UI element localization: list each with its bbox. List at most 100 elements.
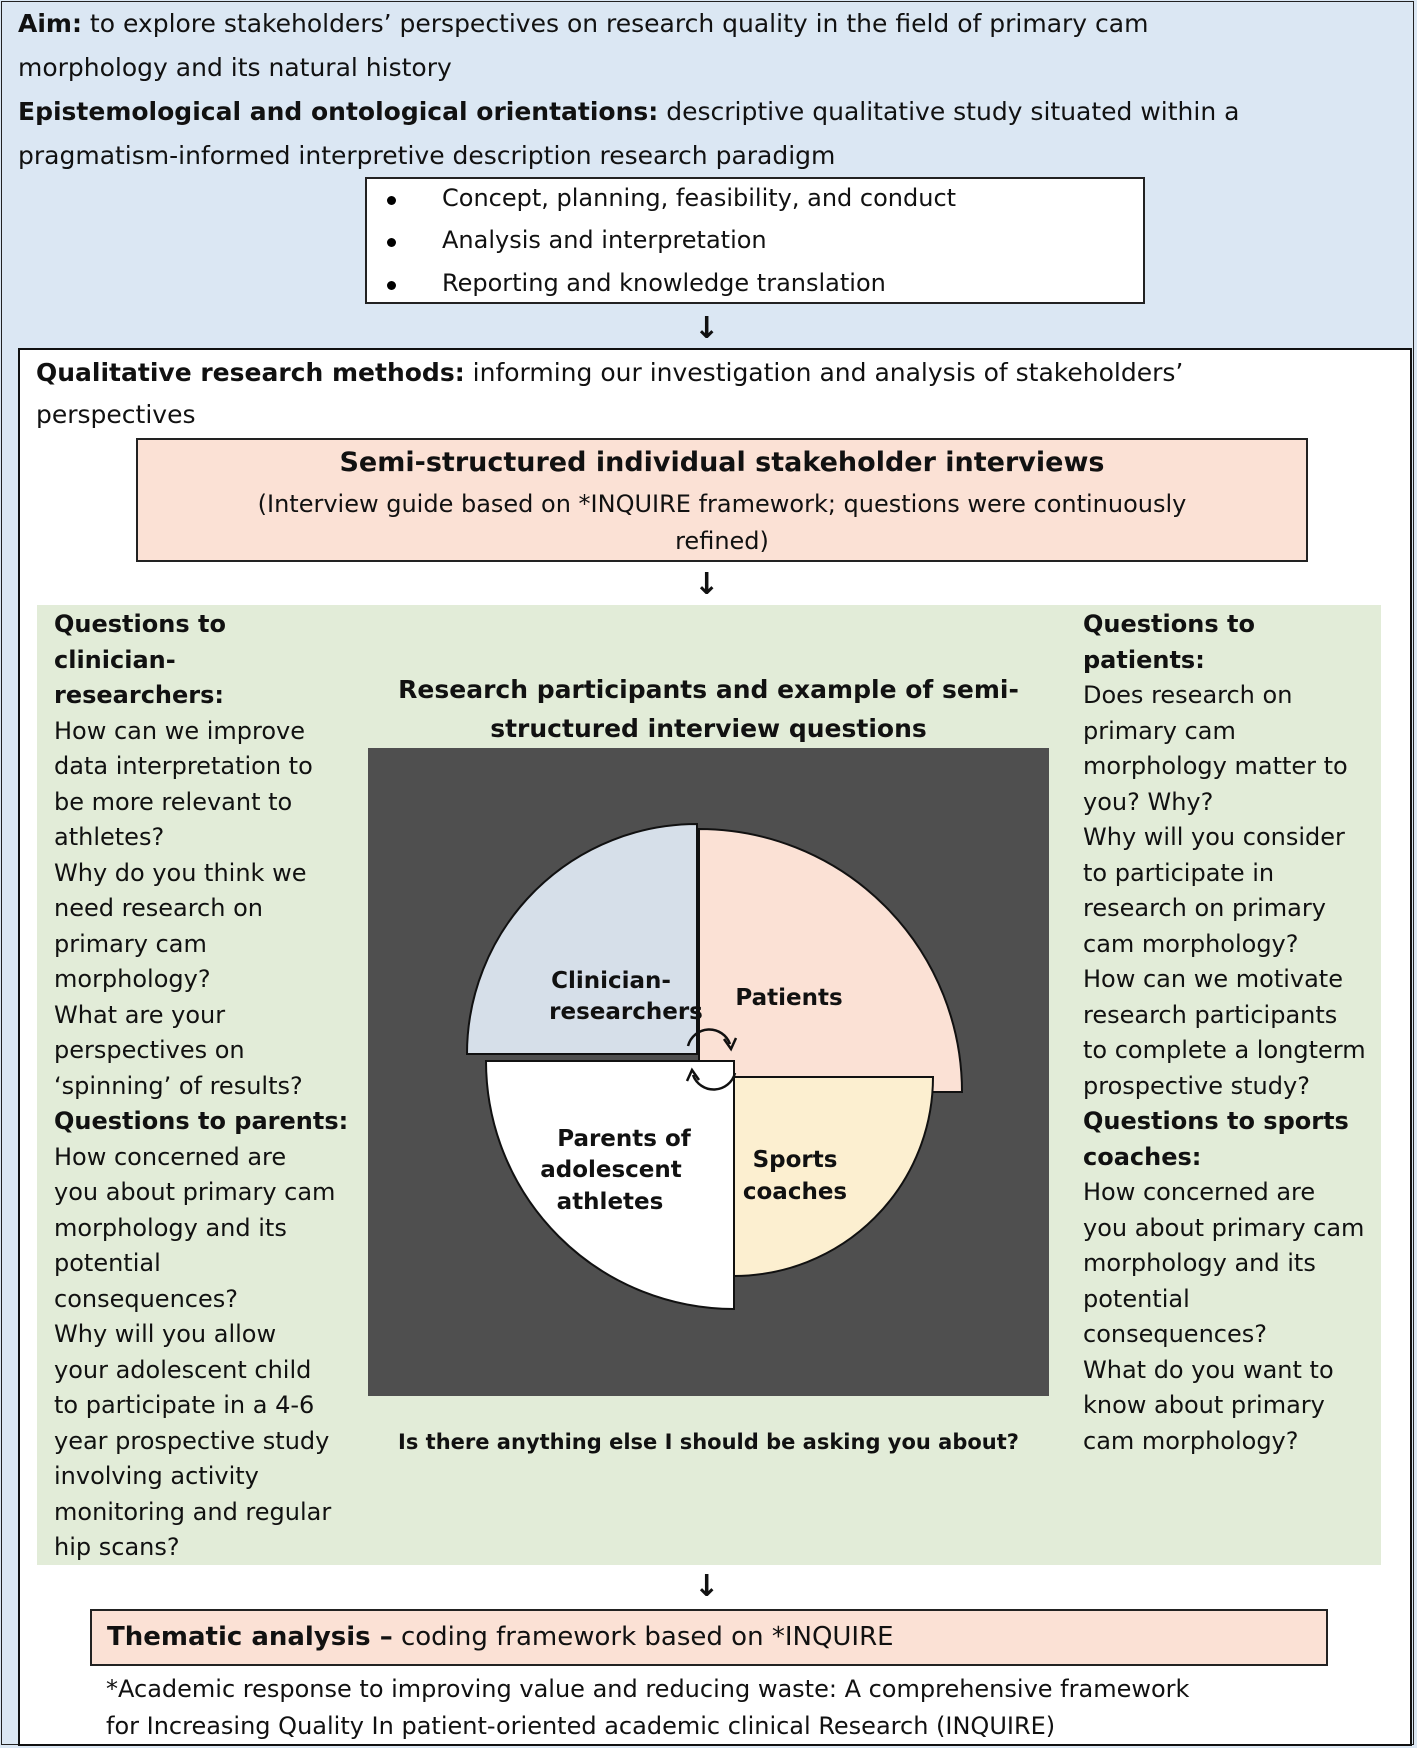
down-arrow-icon: ↓ [694, 311, 720, 346]
cycle-arrow-bottom [691, 1072, 737, 1091]
question-line: monitoring and regular [54, 1497, 332, 1526]
methods-line-1: Qualitative research methods: informing … [36, 351, 1183, 395]
question-line: primary cam [54, 929, 207, 958]
epistemology-label: Epistemological and ontological orientat… [18, 97, 659, 126]
question-line: morphology matter to [1083, 752, 1348, 780]
question-line: potential [54, 1249, 161, 1277]
coach-questions: Questions to sports coaches: How concern… [1083, 1104, 1383, 1459]
question-line: need research on [54, 894, 263, 922]
question-line: What do you want to [1083, 1355, 1334, 1384]
down-arrow-icon: ↓ [694, 1569, 720, 1604]
question-line: athletes? [54, 823, 165, 851]
question-line: How can we motivate [1083, 965, 1343, 993]
question-line: cam morphology? [1083, 1426, 1299, 1455]
question-line: How can we improve [54, 716, 306, 745]
methods-text-2: perspectives [36, 400, 196, 429]
interviews-subtitle-1: (Interview guide based on *INQUIRE frame… [257, 490, 1187, 518]
question-line: prospective study? [1083, 1071, 1310, 1100]
interviews-title: Semi-structured individual stakeholder i… [339, 447, 1105, 478]
participants-diagram: Clinician- researchers Patients Parents … [465, 822, 964, 1311]
aim-line-1: Aim: to explore stakeholders’ perspectiv… [18, 2, 1148, 46]
parents-slice [484, 1060, 735, 1311]
question-line: to participate in [1083, 858, 1275, 887]
question-line: ‘spinning’ of results? [54, 1071, 303, 1100]
question-line: potential [1083, 1284, 1190, 1313]
aim-text-1: to explore stakeholders’ perspectives on… [81, 9, 1149, 38]
coaches-label-2: coaches [743, 1179, 847, 1205]
thematic-text: coding framework based on *INQUIRE [392, 1622, 894, 1652]
patient-questions-heading: Questions to patients: [1083, 610, 1255, 674]
parents-label-1: Parents of [557, 1126, 692, 1152]
question-line: you about primary cam [1083, 1213, 1365, 1242]
aspect-item: Concept, planning, feasibility, and cond… [386, 184, 957, 212]
clinician-questions-heading-2: researchers: [54, 681, 225, 709]
question-line: hip scans? [54, 1533, 180, 1561]
footnote-1: *Academic response to improving value an… [106, 1675, 1190, 1703]
question-line: data interpretation to [54, 752, 313, 780]
participants-title-1: Research participants and example of sem… [398, 675, 1019, 704]
methods-text-1: informing our investigation and analysis… [464, 358, 1184, 387]
clinicians-label-2: researchers [549, 999, 703, 1025]
aspect-item: Reporting and knowledge translation [387, 269, 886, 297]
cycle-arrow-top [686, 1028, 732, 1047]
question-line: Why will you allow [54, 1320, 277, 1348]
cycle-arrow-top-head [722, 1037, 738, 1052]
patients-label: Patients [735, 985, 842, 1011]
question-line: morphology and its [1083, 1249, 1316, 1277]
participants-title: Research participants and example of sem… [368, 670, 1049, 748]
coaches-slice [733, 1076, 935, 1278]
aim-text-2: morphology and its natural history [18, 53, 452, 82]
question-line: perspectives on [54, 1036, 245, 1064]
question-line: morphology and its [54, 1213, 287, 1242]
question-line: What are your [54, 1000, 226, 1029]
thematic-analysis-box: Thematic analysis – coding framework bas… [90, 1609, 1328, 1666]
question-line: you? Why? [1083, 787, 1214, 816]
question-line: involving activity [54, 1462, 259, 1490]
cycle-arrows-icon [685, 1028, 738, 1091]
question-line: research participants [1083, 1000, 1338, 1029]
research-aspects-box: Concept, planning, feasibility, and cond… [365, 177, 1145, 304]
question-line: to complete a longterm [1083, 1036, 1366, 1064]
question-line: How concerned are [54, 1142, 287, 1171]
patient-questions: Questions to patients: Does research on … [1083, 607, 1383, 1104]
question-line: How concerned are [1083, 1178, 1316, 1206]
coaches-label-1: Sports [753, 1147, 838, 1173]
question-line: be more relevant to [54, 787, 293, 816]
question-line: consequences? [1083, 1320, 1267, 1348]
interviews-box: Semi-structured individual stakeholder i… [136, 438, 1308, 562]
question-line: your adolescent child [54, 1355, 312, 1384]
parent-questions-heading: Questions to parents: [54, 1107, 349, 1135]
down-arrow-icon: ↓ [694, 567, 720, 602]
cycle-arrow-bottom-head [685, 1067, 701, 1082]
thematic-analysis-text: Thematic analysis – coding framework bas… [107, 1611, 894, 1664]
question-line: year prospective study [54, 1426, 330, 1455]
thematic-label: Thematic analysis – [107, 1622, 393, 1652]
question-line: you about primary cam [54, 1178, 336, 1206]
parent-questions: Questions to parents: How concerned are … [54, 1104, 354, 1566]
clinician-questions-heading-1: Questions to clinician- [54, 610, 226, 674]
participants-title-2: structured interview questions [490, 714, 927, 743]
clinicians-label-1: Clinician- [551, 968, 671, 994]
question-line: Why will you consider [1083, 823, 1345, 851]
question-line: cam morphology? [1083, 929, 1299, 958]
epistemology-text-2: pragmatism-informed interpretive descrip… [18, 141, 836, 170]
aspect-item: Analysis and interpretation [387, 226, 767, 254]
question-line: Does research on [1083, 681, 1293, 709]
question-line: morphology? [54, 965, 211, 993]
question-line: consequences? [54, 1284, 238, 1313]
closing-question: Is there anything else I should be askin… [398, 1430, 1019, 1454]
question-line: know about primary [1083, 1391, 1325, 1419]
clinician-questions: Questions to clinician- researchers: How… [54, 607, 354, 1104]
coach-questions-heading-1: Questions to sports [1083, 1107, 1349, 1135]
footnote-2: for Increasing Quality In patient-orient… [106, 1712, 1056, 1740]
question-line: research on primary [1083, 894, 1326, 922]
clinicians-slice [465, 822, 698, 1055]
epistemology-line-1: Epistemological and ontological orientat… [18, 90, 1239, 134]
patients-slice [698, 827, 964, 1093]
interviews-subtitle-2: refined) [675, 527, 769, 555]
aim-label: Aim: [18, 9, 82, 38]
question-line: primary cam [1083, 716, 1236, 745]
question-line: to participate in a 4-6 [54, 1391, 315, 1419]
parents-label-3: athletes [557, 1189, 664, 1215]
participants-panel: Clinician- researchers Patients Parents … [368, 748, 1049, 1396]
